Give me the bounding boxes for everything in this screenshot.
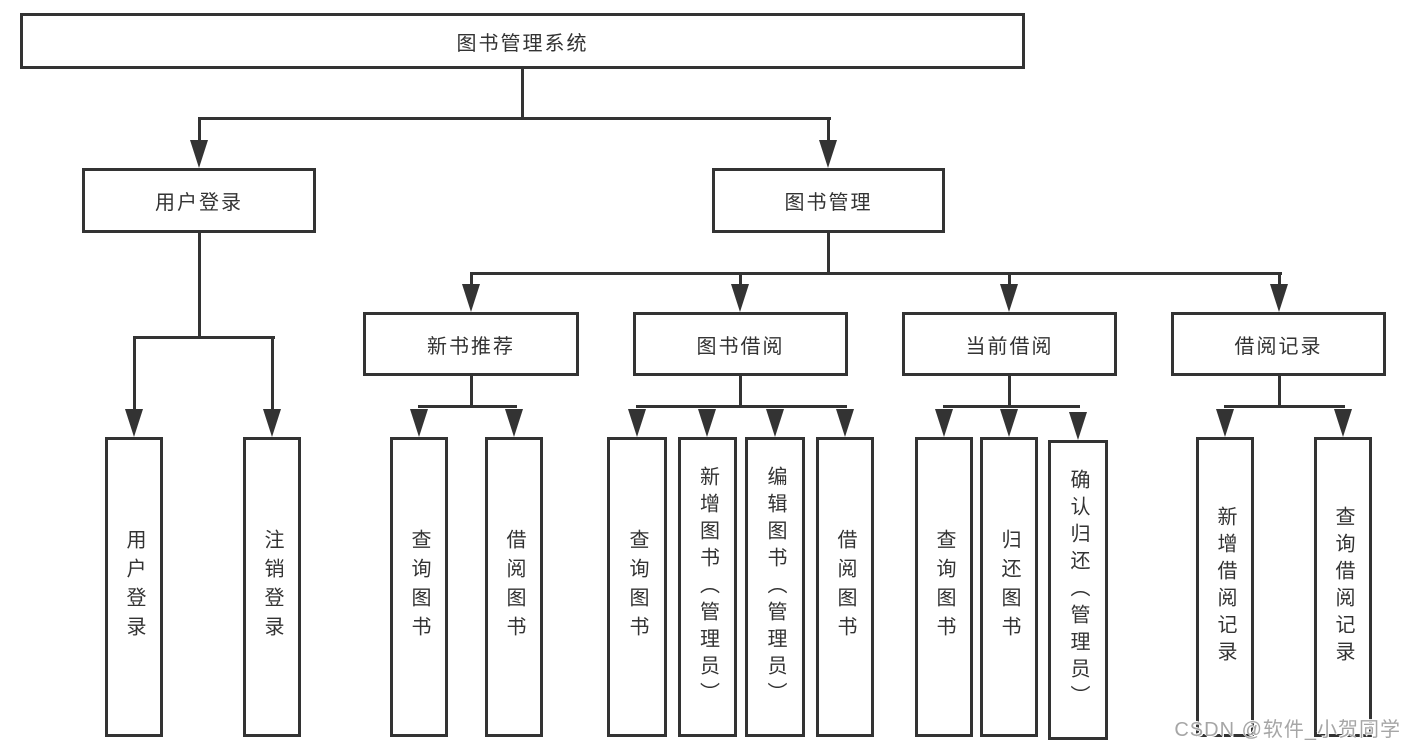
- leaf-label: 确认归还（管理员）: [1067, 468, 1089, 712]
- connector-line: [1007, 376, 1011, 407]
- leaf-borrowing-borrow-books: 借阅图书: [816, 437, 874, 737]
- connector-line: [942, 405, 1080, 408]
- connector-line: [635, 405, 847, 408]
- leaf-add-book-admin: 新增图书（管理员）: [678, 437, 737, 737]
- arrowhead: [125, 409, 143, 437]
- leaf-confirm-return-admin: 确认归还（管理员）: [1048, 440, 1108, 740]
- arrowhead: [1069, 412, 1087, 440]
- node-borrowing-records: 借阅记录: [1171, 312, 1386, 376]
- leaf-borrowing-query-books: 查询图书: [607, 437, 667, 737]
- leaf-return-books: 归还图书: [980, 437, 1038, 737]
- connector-line: [1277, 376, 1281, 407]
- arrowhead: [462, 284, 480, 312]
- arrowhead: [263, 409, 281, 437]
- arrowhead: [766, 409, 784, 437]
- node-new-book-recommendation: 新书推荐: [363, 312, 579, 376]
- arrowhead: [628, 409, 646, 437]
- connector-line: [520, 69, 524, 119]
- leaf-label: 新增图书（管理员）: [696, 465, 719, 709]
- connector-line: [197, 233, 201, 338]
- leaf-edit-book-admin: 编辑图书（管理员）: [745, 437, 805, 737]
- leaf-query-borrow-record: 查询借阅记录: [1314, 437, 1372, 737]
- connector-line: [738, 376, 742, 407]
- arrowhead: [836, 409, 854, 437]
- leaf-label: 借阅图书: [503, 529, 525, 645]
- leaf-logout: 注销登录: [243, 437, 301, 737]
- arrowhead: [731, 284, 749, 312]
- connector-line: [1007, 272, 1011, 289]
- leaf-recommend-borrow-books: 借阅图书: [485, 437, 543, 737]
- leaf-label: 编辑图书（管理员）: [764, 465, 786, 709]
- node-book-borrowing: 图书借阅: [633, 312, 848, 376]
- connector-line: [132, 336, 275, 339]
- leaf-current-query-books: 查询图书: [915, 437, 973, 737]
- node-user-login-branch: 用户登录: [82, 168, 316, 233]
- node-book-management-branch: 图书管理: [712, 168, 945, 233]
- leaf-label: 用户登录: [123, 529, 145, 645]
- watermark: CSDN @软件_小贺同学: [1174, 719, 1401, 741]
- leaf-label: 注销登录: [261, 529, 283, 645]
- leaf-add-borrow-record: 新增借阅记录: [1196, 437, 1254, 737]
- arrowhead: [935, 409, 953, 437]
- leaf-user-login: 用户登录: [105, 437, 163, 737]
- leaf-label: 归还图书: [998, 529, 1020, 645]
- connector-line: [469, 376, 473, 407]
- arrowhead: [698, 409, 716, 437]
- connector-line: [826, 117, 830, 144]
- arrowhead: [1216, 409, 1234, 437]
- leaf-label: 借阅图书: [834, 529, 856, 645]
- connector-line: [197, 117, 831, 120]
- arrowhead: [1334, 409, 1352, 437]
- arrowhead: [190, 140, 208, 168]
- connector-line: [469, 272, 1282, 275]
- node-current-borrowing: 当前借阅: [902, 312, 1117, 376]
- connector-line: [1277, 272, 1281, 289]
- arrowhead: [819, 140, 837, 168]
- arrowhead: [1000, 409, 1018, 437]
- arrowhead: [410, 409, 428, 437]
- leaf-label: 新增借阅记录: [1214, 506, 1236, 668]
- arrowhead: [1000, 284, 1018, 312]
- connector-line: [270, 336, 274, 414]
- connector-line: [826, 232, 830, 275]
- connector-line: [132, 336, 136, 414]
- leaf-label: 查询图书: [408, 529, 430, 645]
- leaf-recommend-query-books: 查询图书: [390, 437, 448, 737]
- connector-line: [197, 117, 201, 144]
- connector-line: [417, 405, 517, 408]
- leaf-label: 查询借阅记录: [1332, 506, 1354, 668]
- leaf-label: 查询图书: [933, 529, 955, 645]
- arrowhead: [1270, 284, 1288, 312]
- connector-line: [469, 272, 473, 289]
- connector-line: [738, 272, 742, 289]
- arrowhead: [505, 409, 523, 437]
- leaf-label: 查询图书: [626, 529, 648, 645]
- node-root-system: 图书管理系统: [20, 13, 1025, 69]
- connector-line: [1223, 405, 1345, 408]
